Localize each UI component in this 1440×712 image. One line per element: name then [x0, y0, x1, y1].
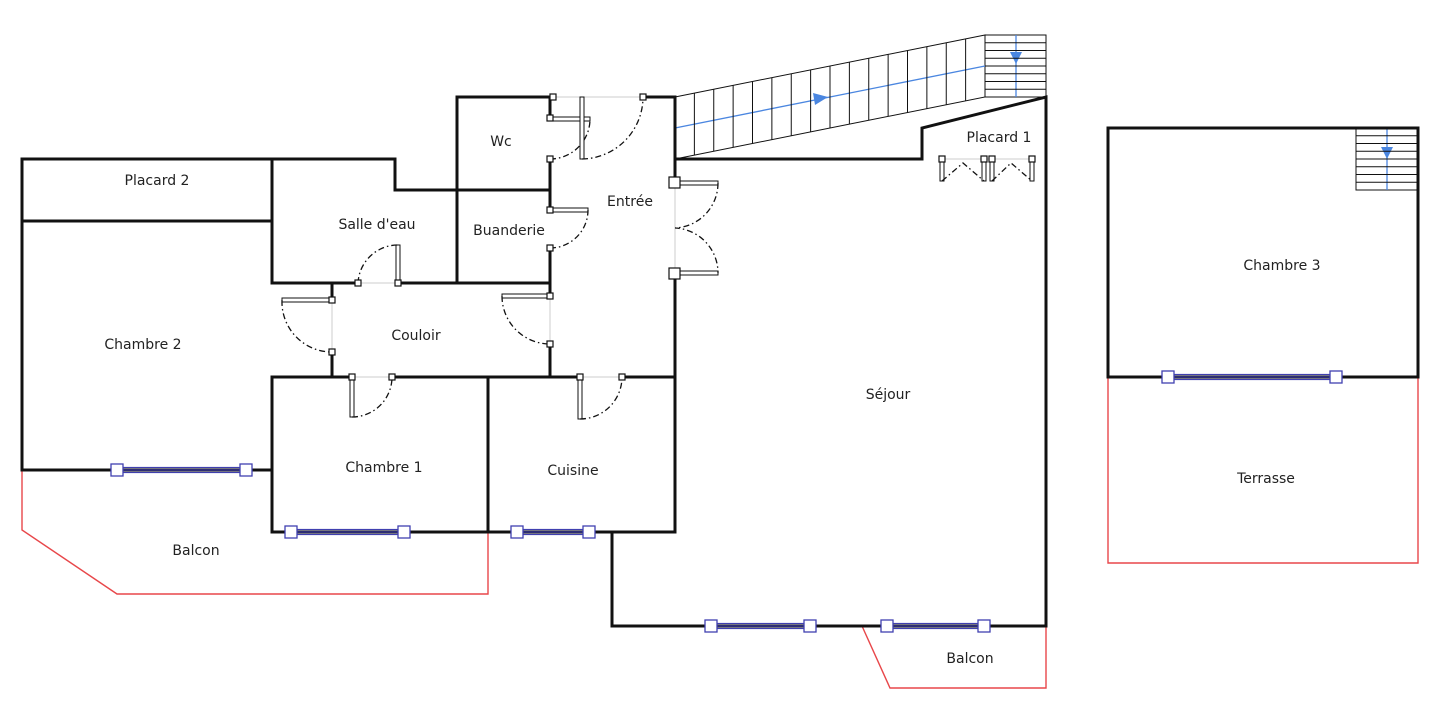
walls	[20, 95, 1420, 628]
room-label-couloir: Couloir	[391, 328, 441, 344]
room-label-salle-deau: Salle d'eau	[338, 217, 415, 233]
staircase-upper	[1355, 127, 1419, 191]
room-label-sejour: Séjour	[866, 387, 911, 403]
room-label-wc: Wc	[490, 134, 512, 150]
room-labels: Placard 2 Salle d'eau Wc Buanderie Entré…	[104, 130, 1320, 667]
window	[284, 525, 411, 539]
room-label-placard-1: Placard 1	[967, 130, 1032, 146]
doors	[281, 93, 1036, 420]
room-label-entree: Entrée	[607, 194, 653, 210]
stair-direction-arrow-icon	[813, 93, 828, 105]
room-label-chambre-1: Chambre 1	[345, 460, 422, 476]
balcony-left-outline	[21, 470, 489, 595]
terrasse-outline	[1107, 377, 1419, 564]
balcony-right-outline	[861, 625, 1047, 689]
window	[110, 463, 253, 477]
room-label-buanderie: Buanderie	[473, 223, 545, 239]
room-label-placard-2: Placard 2	[125, 173, 190, 189]
window	[510, 525, 596, 539]
room-label-chambre-2: Chambre 2	[104, 337, 181, 353]
room-label-balcon-right: Balcon	[946, 651, 993, 667]
room-label-balcon-left: Balcon	[172, 543, 219, 559]
room-label-chambre-3: Chambre 3	[1243, 258, 1320, 274]
room-label-cuisine: Cuisine	[547, 463, 598, 479]
window	[704, 619, 817, 633]
windows	[110, 370, 1343, 633]
window	[880, 619, 991, 633]
window	[1161, 370, 1343, 384]
staircase	[674, 34, 1047, 160]
room-label-terrasse: Terrasse	[1236, 471, 1295, 487]
stair-down-arrow-icon	[1381, 147, 1393, 159]
